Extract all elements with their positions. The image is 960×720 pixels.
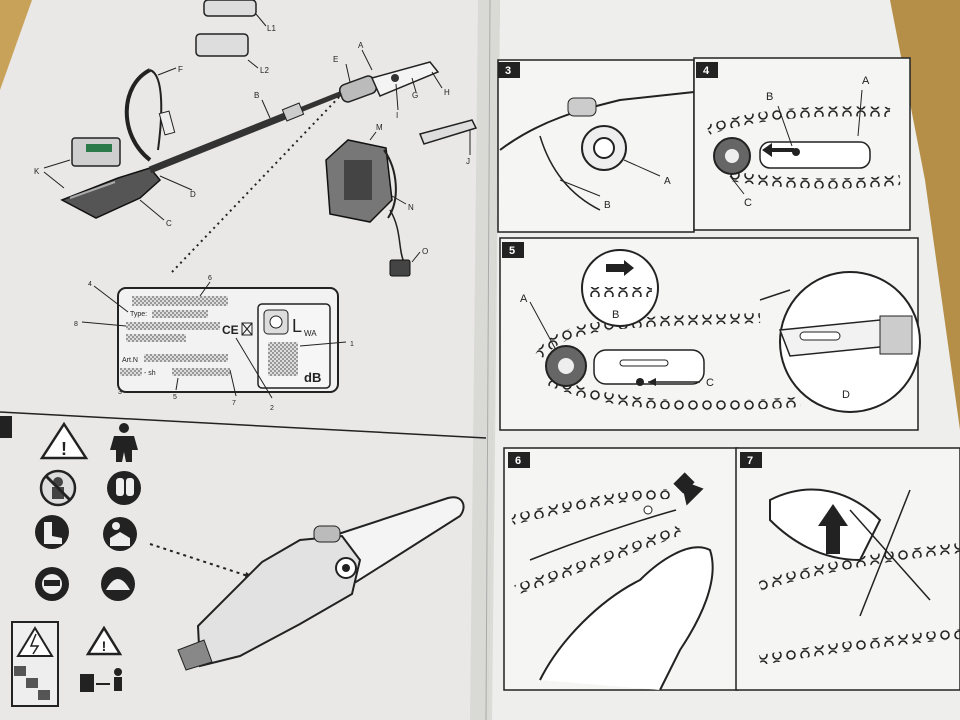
saw-attachment-illustration — [149, 496, 465, 671]
svg-text:!: ! — [102, 638, 107, 654]
step-3-number: 3 — [505, 65, 511, 77]
charger-l1-illustration — [203, 0, 257, 17]
rating-plate: Type: CE Art.N - sh L WA dB 6 4 8 1 3 5 … — [74, 275, 354, 412]
label-C: C — [166, 219, 172, 228]
label-H: H — [444, 88, 450, 97]
label-I: I — [396, 111, 398, 120]
label-K: K — [34, 167, 40, 176]
label-F: F — [178, 65, 183, 74]
motor-handle-illustration — [60, 167, 162, 219]
label-L2: L2 — [260, 66, 269, 75]
power-line-warning-icon — [11, 621, 59, 707]
step-5-panel: 5 A C B D — [499, 237, 921, 431]
plate-callout-4: 4 — [88, 281, 92, 288]
plate-field-8 — [126, 322, 220, 330]
keep-distance-icon: ! — [80, 625, 123, 692]
ce-mark: CE — [222, 323, 239, 337]
plate-art-no-label: Art.N — [122, 357, 138, 364]
step-5-label-D: D — [842, 389, 850, 401]
step-3-label-A: A — [664, 176, 671, 187]
plate-callout-1: 1 — [350, 341, 354, 348]
cross-out-line-2 — [859, 489, 911, 617]
label-G: G — [412, 91, 418, 100]
label-L1: L1 — [267, 24, 276, 33]
label-M: M — [376, 123, 383, 132]
section-marker — [0, 416, 12, 438]
hand-illustration — [539, 546, 714, 691]
plate-type-label: Type: — [130, 311, 147, 318]
lwa-subscript: WA — [304, 329, 317, 338]
step-6-panel: 6 — [503, 447, 739, 691]
step-7-number: 7 — [747, 455, 753, 467]
step-4-panel: 4 B A C — [693, 57, 911, 231]
plate-callout-7: 7 — [232, 400, 236, 407]
step-7-panel: 7 — [735, 447, 960, 691]
safety-boots-icon — [35, 515, 69, 549]
gloves-icon — [107, 471, 141, 505]
plate-hours-suffix: - sh — [144, 370, 156, 377]
adapter-illustration — [389, 259, 411, 277]
label-J: J — [466, 157, 470, 166]
label-O: O — [422, 247, 428, 256]
safety-symbols: ! — [11, 421, 141, 707]
protective-suit-icon — [110, 423, 138, 462]
label-D: D — [190, 190, 196, 199]
telescopic-pole-illustration — [148, 110, 292, 174]
step-5-label-B: B — [612, 309, 619, 321]
step-3-panel: 3 A B — [497, 59, 695, 233]
step-3-label-B: B — [604, 200, 611, 211]
label-B: B — [254, 91, 259, 100]
guide-bar-illustration — [370, 61, 440, 97]
eye-ear-protection-icon — [35, 567, 69, 601]
svg-text:!: ! — [61, 439, 67, 459]
lift-arrow — [818, 504, 848, 526]
plate-callout-8: 8 — [74, 321, 78, 328]
step-4-label-A: A — [862, 75, 870, 87]
step-5-label-A: A — [520, 293, 528, 305]
label-N: N — [408, 203, 414, 212]
cross-out-line-1 — [849, 509, 931, 601]
bar-cover-illustration — [418, 119, 478, 145]
dotted-pointer — [149, 543, 255, 579]
plate-callout-5: 5 — [173, 394, 177, 401]
read-manual-icon — [103, 517, 137, 551]
step-6-number: 6 — [515, 455, 521, 467]
plate-callout-3: 3 — [118, 389, 122, 396]
no-bystanders-icon — [39, 469, 77, 507]
db-label: dB — [304, 370, 321, 385]
saw-housing — [196, 534, 362, 668]
plate-field-6 — [132, 296, 228, 306]
section-divider — [0, 411, 487, 439]
step-5-label-C: C — [706, 377, 714, 389]
helmet-icon — [101, 567, 135, 601]
warning-triangle-icon: ! — [39, 421, 89, 460]
label-A: A — [358, 41, 364, 50]
label-E: E — [333, 55, 338, 64]
step-4-label-B: B — [766, 91, 773, 103]
plate-callout-2: 2 — [270, 405, 274, 412]
plate-location-leader — [171, 93, 343, 273]
step-5-number: 5 — [509, 245, 515, 257]
step-4-number: 4 — [703, 65, 710, 77]
charger-l2-illustration — [195, 33, 249, 57]
lwa-label: L — [292, 316, 302, 336]
plate-callout-6: 6 — [208, 275, 212, 282]
step-4-label-C: C — [744, 197, 752, 209]
overview-diagram: L1 L2 F K B D C E — [34, 0, 478, 277]
